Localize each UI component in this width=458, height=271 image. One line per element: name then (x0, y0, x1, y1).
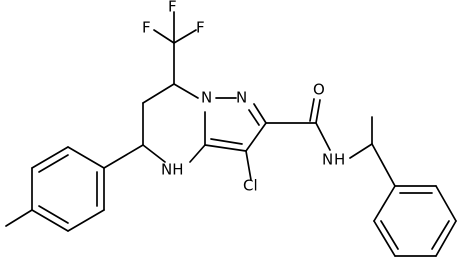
bond-tol-methyl (5, 209, 33, 227)
phenylethyl-group (349, 116, 396, 187)
bond-c5-tolyl (103, 144, 144, 169)
bond-n1-c7 (173, 83, 199, 99)
bond-n4-c3a (189, 144, 206, 163)
atom-label-n-amide: N (322, 151, 333, 169)
bond-ph-1 (373, 185, 396, 222)
phenyl-ring (373, 185, 457, 257)
bond-c3-c3a-double (210, 138, 243, 145)
bond-c-f-right (173, 29, 197, 44)
bond-tol-5 (31, 146, 69, 169)
trifluoromethyl-group (153, 11, 197, 85)
bond-c2-c3 (245, 122, 267, 152)
bond-c3-c3a (204, 144, 247, 152)
bond-tol-6 (67, 146, 105, 169)
bond-carbonyl-n (315, 122, 331, 151)
bond-ph-2 (373, 220, 396, 257)
bond-n2-c2-double (248, 109, 260, 126)
atom-label-f-left: F (142, 19, 151, 37)
pyrimidine-ring (142, 83, 206, 163)
atom-label-h-amide: H (334, 151, 345, 169)
bond-ph-5 (435, 185, 457, 222)
bond-tol-3 (31, 209, 69, 232)
bond-n2-c2 (253, 103, 267, 124)
bond-n-ch (349, 143, 373, 159)
bond-tol-double-3 (38, 154, 69, 173)
bond-carbonyl-o (315, 99, 321, 124)
atom-label-cl: Cl (243, 177, 258, 195)
atom-label-f-top: F (168, 0, 177, 16)
bond-ph-double-3 (431, 220, 450, 250)
carboxamide-group (265, 98, 331, 151)
bond-c3-cl (245, 150, 252, 181)
bond-tol-double-2 (38, 205, 69, 224)
bond-tol-2 (67, 209, 105, 232)
atom-label-f-right: F (196, 19, 205, 37)
atom-label-o-carbonyl: O (313, 81, 325, 99)
bond-c-f-left (153, 29, 175, 44)
bond-carbonyl-o-double (309, 98, 315, 122)
atom-label-n-ring: N (201, 89, 212, 107)
bond-ch-phenyl (371, 143, 396, 187)
tolyl-group (5, 144, 144, 232)
bond-c5-n4 (142, 144, 166, 163)
atom-label-nh-ring: NH (161, 161, 184, 179)
bond-c7-c6 (142, 83, 175, 104)
bond-ph-4 (435, 220, 457, 257)
bond-ph-double-2 (380, 220, 399, 250)
atom-label-n-ring2: N (236, 89, 247, 107)
pyrazole-ring (204, 97, 267, 152)
